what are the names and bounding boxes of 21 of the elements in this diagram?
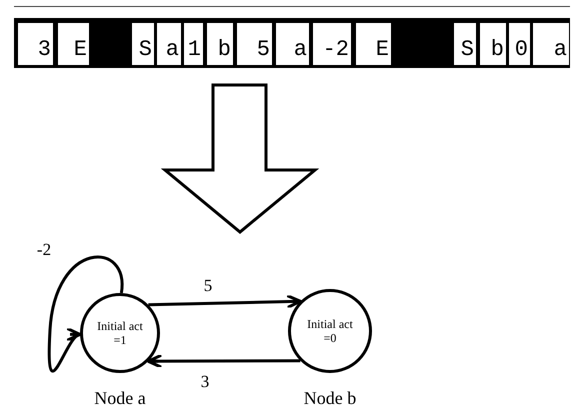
node-caption: Node b: [304, 388, 356, 409]
tape-symbol: b: [207, 23, 233, 65]
tape-symbol: S: [454, 23, 476, 65]
tape-symbol: a: [157, 23, 181, 65]
tape-symbol: E: [356, 23, 391, 65]
tape-symbol: a: [276, 23, 309, 65]
tape-symbol: 5: [237, 23, 272, 65]
transition-arrow: [146, 354, 300, 369]
tape-symbol: b: [480, 23, 506, 65]
state-text: Initial act =1: [96, 319, 144, 347]
tape-symbol: 1: [184, 23, 203, 65]
transition-arrow: [148, 294, 302, 310]
tape-symbol: a: [533, 23, 569, 65]
tape-symbol: E: [58, 23, 89, 65]
state-text: Initial act =0: [306, 317, 354, 345]
node-caption: Node a: [94, 388, 146, 409]
tape-symbol: -2: [313, 23, 351, 65]
tape-symbol: 3: [18, 23, 53, 65]
transition-arrow: [48, 256, 124, 372]
tape-symbol: 0: [509, 23, 530, 65]
tape-symbol: S: [132, 23, 154, 65]
